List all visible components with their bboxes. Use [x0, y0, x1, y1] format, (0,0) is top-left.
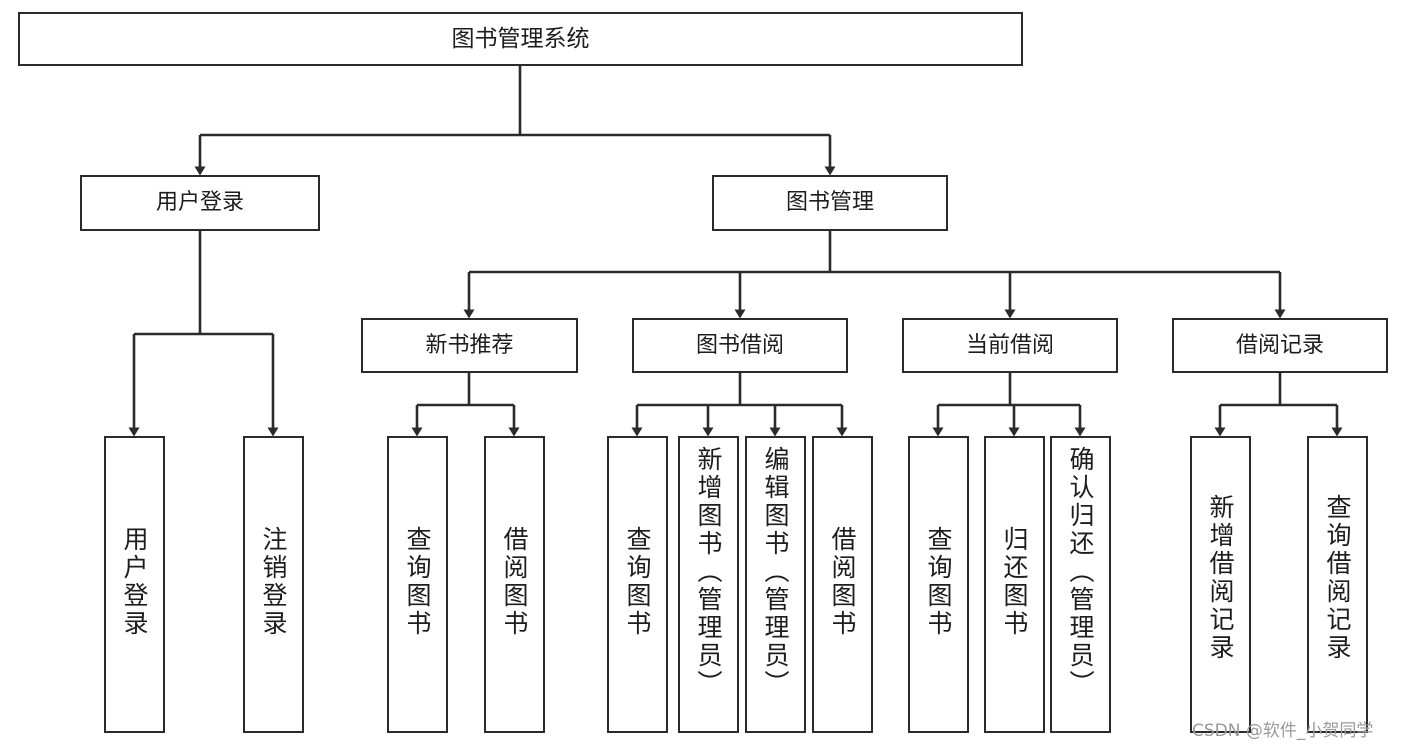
leaf-borrow-book-recommendation[interactable]: 借阅图书: [484, 436, 545, 733]
leaf-query-book-current[interactable]: 查询图书: [908, 436, 969, 733]
node-label: 查询图书: [924, 526, 953, 638]
node-label: 查询图书: [403, 526, 432, 638]
leaf-edit-book-admin[interactable]: 编辑图书（管理员）: [745, 436, 806, 733]
node-current-borrowing[interactable]: 当前借阅: [902, 318, 1118, 373]
node-label: 借阅记录: [1235, 332, 1324, 358]
node-label: 查询借阅记录: [1323, 494, 1352, 662]
leaf-query-borrowing-record[interactable]: 查询借阅记录: [1307, 436, 1368, 733]
leaf-user-login[interactable]: 用户登录: [104, 436, 165, 733]
leaf-query-book-borrowing[interactable]: 查询图书: [607, 436, 668, 733]
node-label: 用户登录: [155, 190, 244, 216]
node-new-book-recommendation[interactable]: 新书推荐: [361, 318, 578, 373]
node-label: 查询图书: [623, 526, 652, 638]
node-label: 图书借阅: [695, 332, 784, 358]
leaf-query-book-recommendation[interactable]: 查询图书: [387, 436, 448, 733]
node-label: 新书推荐: [425, 332, 514, 358]
leaf-user-logout[interactable]: 注销登录: [243, 436, 304, 733]
node-book-borrowing[interactable]: 图书借阅: [632, 318, 848, 373]
leaf-confirm-return-admin[interactable]: 确认归还（管理员）: [1050, 436, 1111, 733]
node-label: 确认归还（管理员）: [1066, 446, 1095, 698]
node-label: 编辑图书（管理员）: [761, 446, 790, 698]
node-label: 图书管理: [785, 190, 874, 216]
node-label: 归还图书: [1000, 526, 1029, 638]
node-book-management[interactable]: 图书管理: [712, 175, 948, 231]
node-borrowing-record[interactable]: 借阅记录: [1172, 318, 1388, 373]
node-label: 用户登录: [120, 526, 149, 638]
node-label: 当前借阅: [965, 332, 1054, 358]
leaf-add-book-admin[interactable]: 新增图书（管理员）: [678, 436, 739, 733]
node-label: 新增借阅记录: [1206, 494, 1235, 662]
node-label: 图书管理系统: [451, 25, 590, 52]
node-label: 新增图书（管理员）: [694, 446, 723, 698]
node-root-system[interactable]: 图书管理系统: [18, 12, 1023, 66]
csdn-watermark: CSDN @软件_小贺同学: [1192, 721, 1374, 741]
node-label: 借阅图书: [500, 526, 529, 638]
node-label: 借阅图书: [828, 526, 857, 638]
node-label: 注销登录: [259, 526, 288, 638]
leaf-return-book[interactable]: 归还图书: [984, 436, 1045, 733]
leaf-borrow-book-borrowing[interactable]: 借阅图书: [812, 436, 873, 733]
node-user-login[interactable]: 用户登录: [80, 175, 320, 231]
leaf-add-borrowing-record[interactable]: 新增借阅记录: [1190, 436, 1251, 733]
